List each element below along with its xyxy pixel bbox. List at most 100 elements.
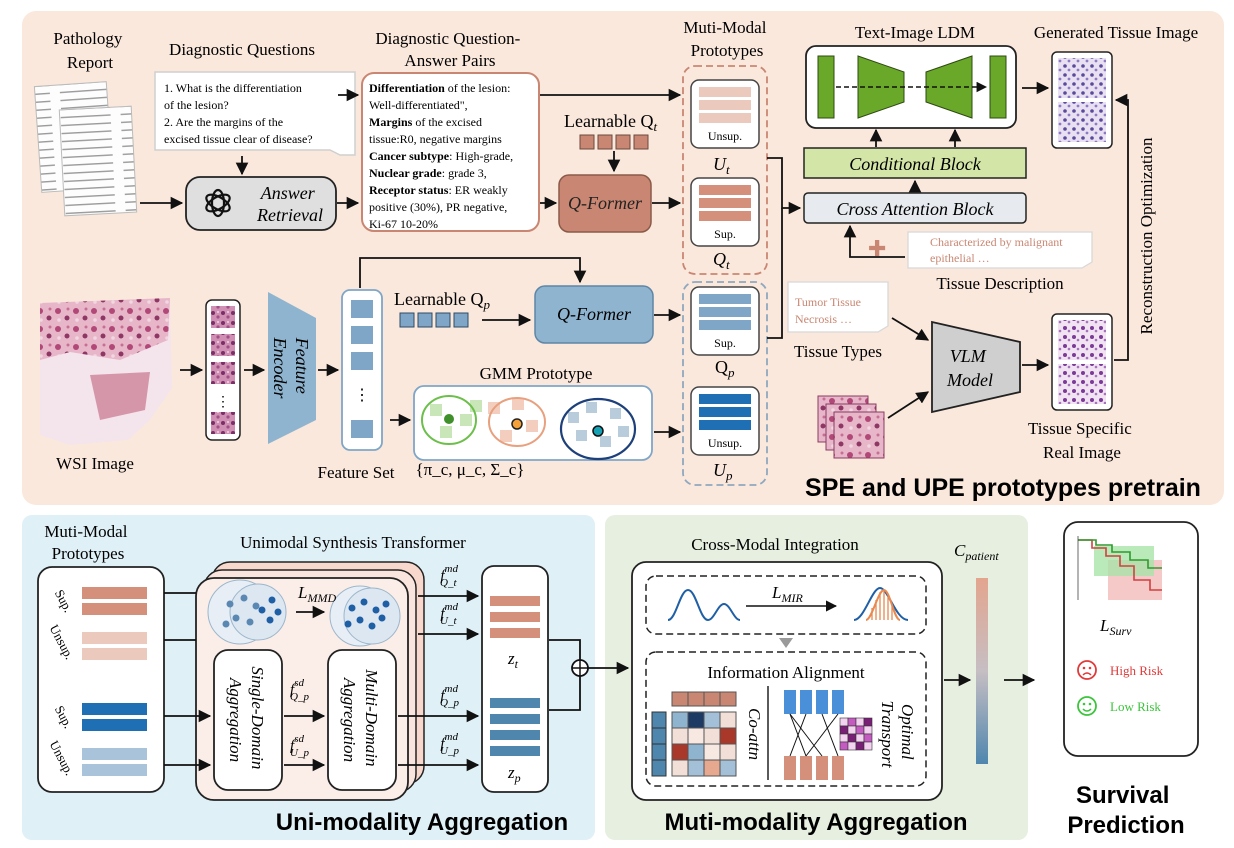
q-former-wsi-label: Q-Former <box>557 304 632 324</box>
learnable-qp-tokens <box>399 312 469 328</box>
top-banner: SPE and UPE prototypes pretrain <box>805 474 1201 502</box>
path-prototypes-group <box>682 281 768 486</box>
c-patient-label: Cpatient <box>954 541 999 563</box>
survival-card <box>1063 521 1199 757</box>
co-attn-label: Co-attn <box>745 708 764 760</box>
learnable-qt-label: Learnable Qt <box>564 111 657 134</box>
tissue-patches-stack <box>817 395 885 459</box>
svg-text:VLM Model: VLM Model <box>946 346 993 390</box>
svg-text:Sup.: Sup. <box>714 227 736 241</box>
svg-text:Tumor Tissue Necrosis …: Tumor Tissue Necrosis … <box>795 295 864 326</box>
svg-text:Sup.: Sup. <box>714 336 736 350</box>
learnable-qt-tokens <box>579 134 649 150</box>
pathology-report-label: Pathology Report <box>53 29 126 72</box>
learnable-qp-label: Learnable Qp <box>394 289 490 312</box>
down-arrow-icon <box>779 638 793 648</box>
bm-banner: Muti-modality Aggregation <box>664 809 967 836</box>
q-former-text-label: Q-Former <box>568 193 643 213</box>
svg-text:⋮: ⋮ <box>354 387 370 404</box>
svg-text:Differentiation of the lesion:: Differentiation of the lesion: Well-diff… <box>369 81 516 231</box>
ust-title: Unimodal Synthesis Transformer <box>240 533 466 552</box>
feature-set: ⋮ <box>341 289 383 451</box>
qa-pairs-title: Diagnostic Question- Answer Pairs <box>375 29 524 70</box>
path-unsup-prototype: Unsup. <box>690 386 760 456</box>
zp-label: zp <box>507 763 521 785</box>
km-curve-plot <box>1077 536 1162 600</box>
svg-text:⋮: ⋮ <box>216 395 230 410</box>
information-alignment-module <box>645 651 927 787</box>
gmm-prototype-box <box>413 385 653 461</box>
text-prototypes-group <box>682 65 768 275</box>
tissue-description-card: Characterized by malignant epithelial … <box>907 231 1093 269</box>
happy-face-icon <box>1077 696 1097 716</box>
svg-text:Feature Encoder: Feature Encoder <box>270 337 312 400</box>
questions-card: 1. What is the differentiation of the le… <box>154 71 356 156</box>
wsi-image-label: WSI Image <box>56 454 134 473</box>
tissue-types-label: Tissue Types <box>794 342 882 361</box>
generated-tissue-image <box>1051 51 1113 149</box>
answer-retrieval-module: Answer Retrieval <box>185 176 337 231</box>
svg-text:Unsup.: Unsup. <box>708 129 742 143</box>
br-banner: Survival Prediction <box>1067 782 1184 839</box>
text-image-ldm <box>805 45 1017 129</box>
conditional-block-label: Conditional Block <box>849 154 981 174</box>
concat-icon <box>571 659 589 677</box>
single-domain-aggregation: Single-Domain Aggregation <box>213 649 283 791</box>
vlm-model: VLM Model <box>931 320 1021 414</box>
tissue-description-label: Tissue Description <box>936 274 1064 293</box>
high-risk-label: High Risk <box>1110 663 1164 678</box>
svg-text:Characterized by malignant: Characterized by malignant epithelial … <box>930 235 1066 265</box>
cross-attention-block <box>803 192 1027 224</box>
l-mir-label: LMIR <box>771 583 803 605</box>
tissue-specific-real-image <box>1051 313 1113 411</box>
reconstruction-label: Reconstruction Optimization <box>1137 137 1156 334</box>
generated-tissue-title: Generated Tissue Image <box>1034 23 1198 42</box>
openai-icon <box>205 188 231 218</box>
qt-label: Qt <box>713 249 730 272</box>
conditional-block <box>803 147 1027 179</box>
bl-prototypes-box <box>37 566 165 793</box>
wsi-image <box>40 298 172 445</box>
text-unsup-prototype: Unsup. <box>690 79 760 149</box>
ldm-title: Text-Image LDM <box>855 23 975 42</box>
svg-text:Single-Domain Aggregatio: Single-Domain Aggregation <box>226 666 267 773</box>
tissue-types-card: Tumor Tissue Necrosis … <box>787 281 889 333</box>
wsi-patches-column: ⋮ <box>205 299 241 441</box>
ut-label: Ut <box>713 154 730 177</box>
pathology-report-docs <box>33 81 138 217</box>
path-sup-prototype: Sup. <box>690 286 760 356</box>
multi-domain-aggregation: Multi-Domain Aggregation <box>327 649 397 791</box>
co-attn-matrix <box>651 691 737 777</box>
low-risk-label: Low Risk <box>1110 699 1161 714</box>
svg-text:1. What is the differentiation: 1. What is the differentiation of the le… <box>164 81 313 146</box>
q-former-text-box <box>558 174 652 233</box>
mir-module <box>645 575 927 635</box>
optimal-transport-label: Optimal Transport <box>878 700 917 768</box>
info-alignment-label: Information Alignment <box>707 663 865 682</box>
c-patient-bar <box>976 578 988 764</box>
svg-text:Answer Retrieval: Answer Retrieval <box>256 183 323 225</box>
diagnostic-questions-title: Diagnostic Questions <box>169 40 315 59</box>
l-mmd-label: LMMD <box>297 583 336 605</box>
feature-encoder: Feature Encoder <box>268 292 316 444</box>
plus-icon: ✚ <box>868 236 886 261</box>
l-surv-label: LSurv <box>1099 616 1132 638</box>
bl-prototype-bars <box>82 587 147 776</box>
cross-attention-label: Cross Attention Block <box>837 199 995 219</box>
mmd-clusters <box>207 579 401 647</box>
mm-prototypes-title: Muti-Modal Prototypes <box>683 18 770 60</box>
bl-banner: Uni-modality Aggregation <box>276 809 568 836</box>
tissue-specific-label: Tissue Specific Real Image <box>1028 419 1136 462</box>
gmm-prototype-title: GMM Prototype <box>480 364 593 383</box>
top-arrows <box>140 81 1129 439</box>
up-label: Up <box>713 460 733 483</box>
q-former-wsi-box <box>534 285 654 344</box>
optimal-transport <box>784 690 873 780</box>
